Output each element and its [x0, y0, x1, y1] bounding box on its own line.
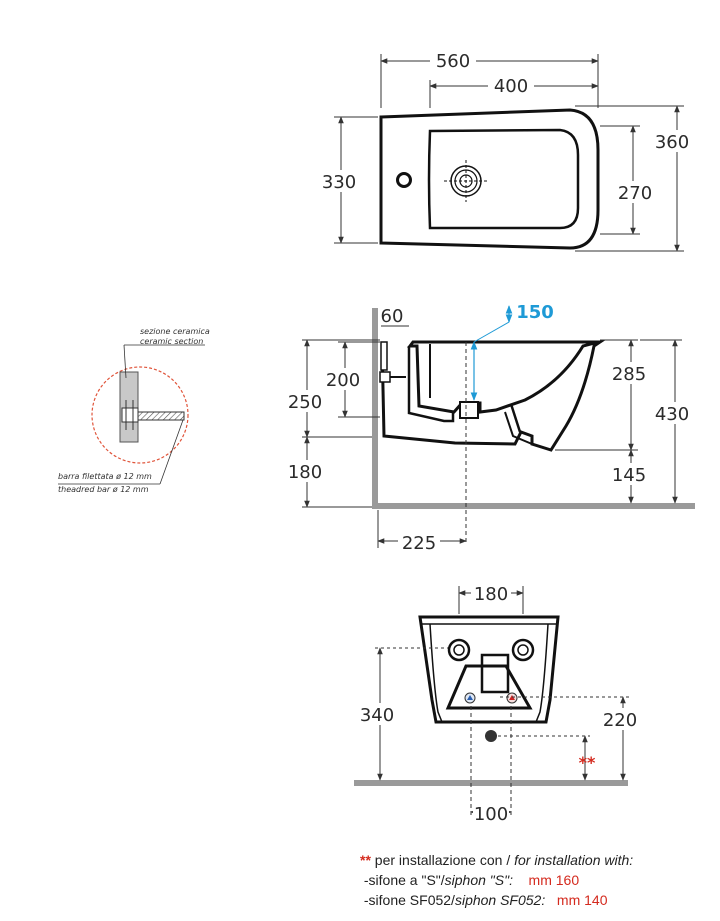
notes-line2-en: siphon SF052: [454, 892, 546, 908]
notes-line-2: -sifone SF052/siphon SF052: mm 140 [360, 890, 720, 910]
detail-section-en: ceramic section [140, 337, 203, 346]
notes-heading-en: for installation with: [514, 852, 634, 868]
notes-marker: ** [360, 852, 371, 868]
dim-depth-inner: 270 [618, 183, 652, 204]
dim-depth-left: 330 [322, 172, 356, 193]
dim-depth-total: 360 [655, 132, 689, 153]
dim-width-inner: 400 [494, 76, 528, 97]
notes-line1-en: siphon "S": [444, 872, 513, 888]
notes-line2-value: mm 140 [556, 892, 608, 908]
notes-line1-value: mm 160 [528, 872, 580, 888]
dim-wall-gap: 60 [381, 306, 404, 327]
detail-section-it: sezione ceramica [140, 327, 210, 336]
wall [372, 308, 378, 508]
notes-heading: ** per installazione con / for installat… [360, 850, 720, 870]
dim-total-height: 430 [655, 404, 689, 425]
side-view: 150 60 200 250 180 285 430 [284, 302, 695, 554]
rear-marker: ** [579, 753, 596, 772]
notes-line1-it: -sifone a "S"/ [363, 872, 445, 888]
dim-wall-to-drain: 225 [402, 533, 436, 554]
top-inner-basin [427, 128, 580, 230]
detail-bar-en: theadred bar ø 12 mm [58, 485, 149, 494]
dim-bar-height: 180 [288, 462, 322, 483]
tap-hole [396, 172, 412, 188]
section-detail: sezione ceramica ceramic section barra f… [58, 327, 210, 494]
top-outline [379, 108, 600, 250]
rear-floor [354, 780, 628, 786]
dim-drain-height: 220 [603, 710, 637, 731]
installation-notes: ** per installazione con / for installat… [360, 850, 720, 910]
notes-line-1: -sifone a "S"/siphon "S": mm 160 [360, 870, 720, 890]
notes-heading-it: per installazione con / [374, 852, 515, 868]
dim-hole-spacing: 180 [474, 584, 508, 605]
dim-drain-spacing: 100 [474, 804, 508, 825]
dim-supply-height: 340 [360, 705, 394, 726]
dim-upper-height: 200 [326, 370, 360, 391]
top-drain [444, 160, 488, 202]
dim-rim-height: 285 [612, 364, 646, 385]
top-view: 560 400 360 330 270 [318, 50, 692, 252]
rear-view: 180 340 220 ** 100 [354, 583, 642, 825]
detail-bar-it: barra filettata ø 12 mm [58, 472, 152, 481]
dim-fixing-height: 250 [288, 392, 322, 413]
floor [372, 503, 695, 509]
dim-spout-height: 150 [516, 302, 554, 323]
dim-width-total: 560 [436, 51, 470, 72]
dim-bottom-height: 145 [612, 465, 646, 486]
rear-outline [418, 615, 560, 724]
notes-line2-it: -sifone SF052/ [363, 892, 455, 908]
side-body-outline [380, 340, 605, 452]
